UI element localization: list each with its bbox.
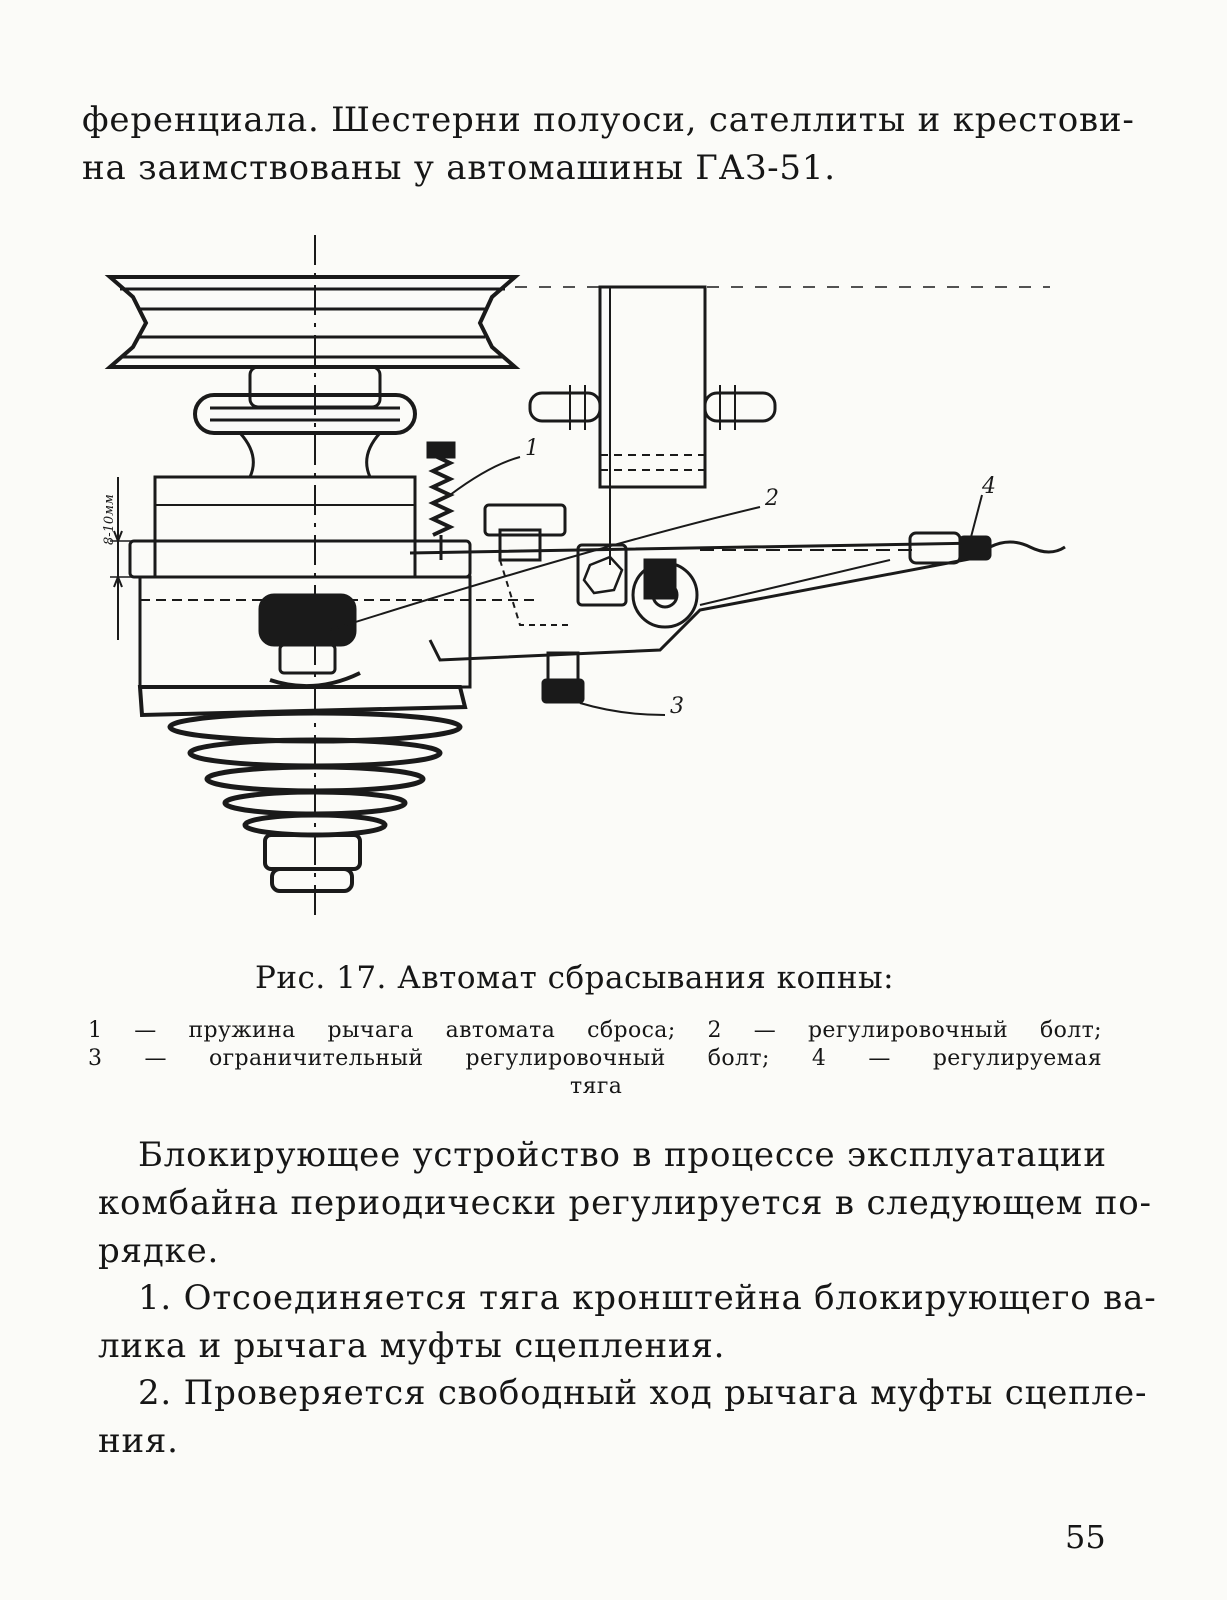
figure-legend-line: тяга — [570, 1074, 623, 1099]
text-line: ференциала. Шестерни полуоси, сателлиты … — [82, 100, 1135, 140]
dimension-label: 8-10мм — [102, 494, 117, 545]
text-line: комбайна периодически регулируется в сле… — [98, 1183, 1152, 1223]
mechanism-drawing: 1 2 3 4 8-10мм — [102, 235, 1066, 915]
callout-1: 1 — [525, 436, 539, 461]
text-line: на заимствованы у автомашины ГАЗ-51. — [82, 148, 836, 188]
text-line: 2. Проверяется свободный ход рычага муфт… — [138, 1373, 1148, 1413]
text-line: Блокирующее устройство в процессе эксплу… — [138, 1135, 1107, 1175]
page-number: 55 — [1065, 1518, 1106, 1556]
text-line: лика и рычага муфты сцепления. — [98, 1326, 726, 1366]
figure-legend-line: 3 — ограничительный регулировочный болт;… — [88, 1046, 1102, 1071]
figure-caption-title: Рис. 17. Автомат сбрасывания копны: — [255, 960, 895, 996]
text-line: рядке. — [98, 1231, 220, 1271]
text-line: ния. — [98, 1421, 179, 1461]
text-line: 1. Отсоединяется тяга кронштейна блокиру… — [138, 1278, 1157, 1318]
figure-legend-line: 1 — пружина рычага автомата сброса; 2 — … — [88, 1018, 1102, 1043]
callout-4: 4 — [981, 474, 996, 499]
figure-17: 1 2 3 4 8-10мм — [100, 225, 1100, 925]
callout-3: 3 — [670, 694, 684, 719]
callout-2: 2 — [764, 486, 779, 511]
